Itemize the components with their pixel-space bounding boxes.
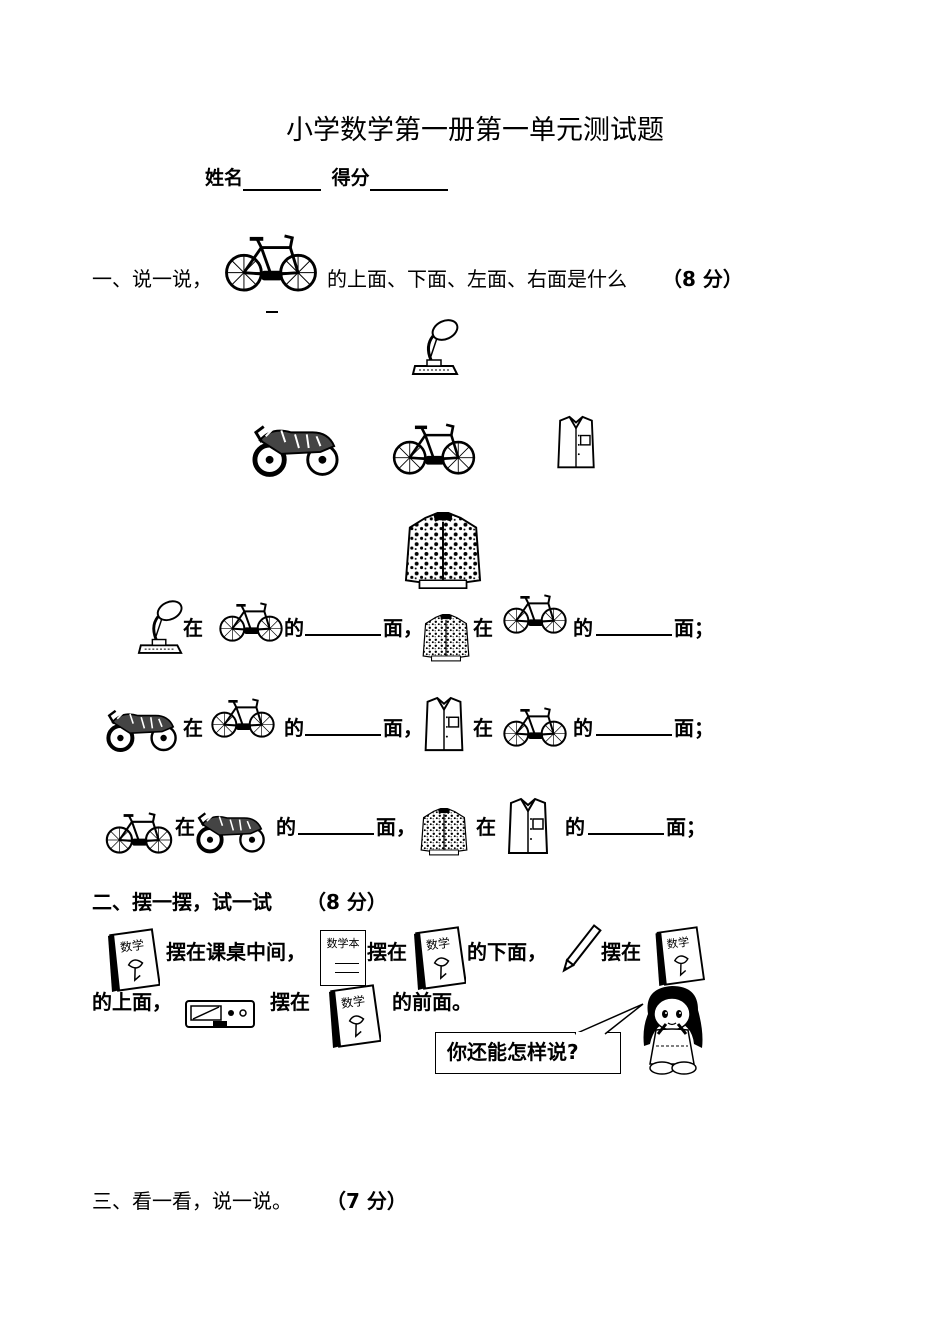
answer-blank[interactable]: [305, 612, 381, 636]
bicycle-icon: [503, 594, 567, 634]
word-de: 的: [573, 716, 593, 740]
math-book-icon: [654, 926, 705, 986]
lamp-icon: [411, 318, 462, 376]
notebook-label: 数学本: [326, 937, 360, 950]
motorcycle-icon: [106, 706, 178, 754]
math-book-icon: [413, 926, 466, 990]
speech-tail: [574, 1003, 644, 1035]
answer-blank[interactable]: [596, 712, 672, 736]
word-de: 的: [276, 815, 296, 839]
q3-points: （7 分）: [326, 1189, 407, 1213]
girl-icon: [643, 986, 703, 1075]
lamp-icon: [137, 598, 185, 655]
q2-line1-a: 摆在课桌中间，: [166, 940, 306, 964]
shirt-icon: [557, 415, 595, 469]
word-mian-end: 面；: [666, 815, 706, 839]
answer-blank[interactable]: [298, 811, 374, 835]
word-de: 的: [573, 616, 593, 640]
page-title: 小学数学第一册第一单元测试题: [286, 115, 664, 146]
q2-line2-c: 的前面。: [392, 990, 472, 1014]
word-de: 的: [284, 716, 304, 740]
word-zai: 在: [175, 815, 195, 839]
q2-heading: 二、摆一摆，试一试: [92, 890, 272, 914]
word-mian-end: 面；: [674, 616, 714, 640]
name-blank[interactable]: [243, 167, 322, 191]
q2-points: （8 分）: [306, 890, 387, 914]
answer-blank[interactable]: [588, 811, 664, 835]
word-zai: 在: [473, 616, 493, 640]
word-zai: 在: [476, 815, 496, 839]
word-mian-end: 面；: [674, 716, 714, 740]
name-label: 姓名: [205, 167, 244, 189]
word-zai: 在: [183, 716, 203, 740]
word-mian: 面，: [383, 716, 423, 740]
pencil-icon: [562, 924, 602, 973]
bicycle-icon: [392, 423, 476, 475]
stray-mark: [266, 311, 278, 313]
speech-text: 你还能怎样说?: [447, 1040, 579, 1064]
motorcycle-icon: [252, 420, 340, 480]
score-blank[interactable]: [369, 167, 448, 191]
q2-line1-d: 摆在: [601, 940, 641, 964]
bicycle-icon: [219, 602, 283, 642]
answer-blank[interactable]: [305, 712, 381, 736]
motorcycle-icon: [196, 808, 266, 856]
name-score-line: 姓名 得分: [205, 163, 448, 191]
q2-line1-c: 的下面，: [467, 940, 547, 964]
word-mian: 面，: [383, 616, 423, 640]
math-book-icon: [328, 984, 381, 1048]
q3-heading: 三、看一看，说一说。: [92, 1189, 292, 1213]
bicycle-icon: [225, 234, 317, 292]
score-label: 得分: [331, 167, 370, 189]
jacket-icon: [420, 808, 468, 856]
q1-suffix: 的上面、下面、左面、右面是什么: [327, 267, 627, 291]
q1-points: （8 分）: [662, 267, 743, 291]
word-mian: 面，: [376, 815, 416, 839]
shirt-icon: [424, 696, 464, 752]
q2-line2-b: 摆在: [270, 990, 310, 1014]
word-de: 的: [284, 616, 304, 640]
bicycle-icon: [105, 812, 173, 854]
answer-blank[interactable]: [596, 612, 672, 636]
bicycle-icon: [211, 698, 275, 738]
word-zai: 在: [473, 716, 493, 740]
q2-line2-a: 的上面，: [92, 990, 172, 1014]
jacket-icon: [422, 614, 470, 662]
pencil-box-icon: [185, 1000, 255, 1028]
word-de: 的: [565, 815, 585, 839]
q2-line1-b: 摆在: [367, 940, 407, 964]
bicycle-icon: [503, 707, 567, 747]
jacket-icon: [404, 512, 482, 590]
speech-bubble: [435, 1032, 621, 1074]
notebook-icon: 数学本: [320, 930, 366, 986]
word-zai: 在: [183, 616, 203, 640]
shirt-icon: [508, 798, 548, 854]
q1-prefix: 一、说一说，: [92, 267, 212, 291]
math-book-icon: [107, 928, 160, 992]
